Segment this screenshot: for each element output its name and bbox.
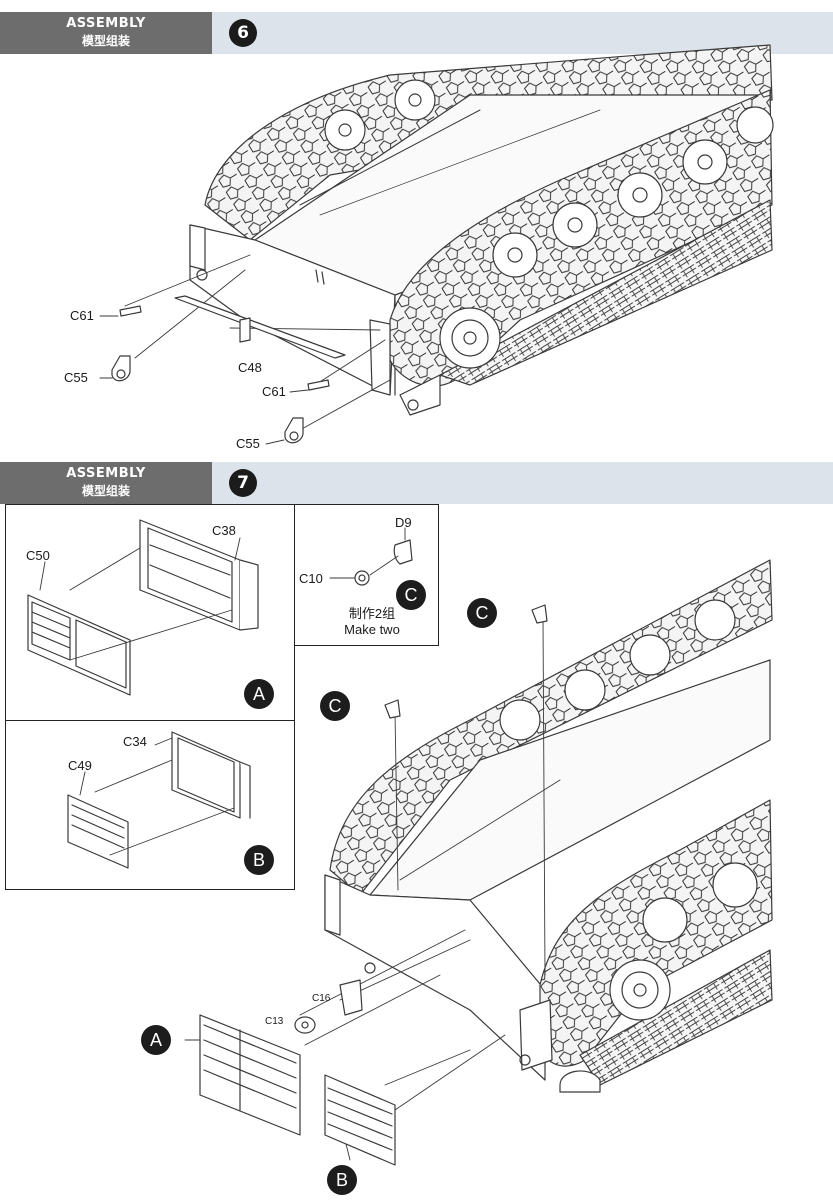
step-number-badge: 6 [229, 19, 257, 47]
part-d9 [393, 539, 413, 565]
part-label-c55: C55 [64, 370, 88, 385]
part-label-c61: C61 [70, 308, 94, 323]
part-label-c50: C50 [26, 548, 50, 563]
step-bar [212, 462, 833, 504]
step-6-hull [189, 44, 774, 416]
assembly-title-cn: 模型组装 [81, 484, 130, 498]
step-7-header: ASSEMBLY 模型组装 7 [0, 462, 833, 504]
assembly-title-cn: 模型组装 [81, 34, 130, 48]
sub-assembly-b-badge: B [244, 845, 274, 875]
parts-c16-c13 [294, 979, 363, 1034]
callout-b: B [327, 1165, 357, 1195]
installed-grille-b [324, 1074, 396, 1166]
part-label-c10: C10 [299, 571, 323, 586]
part-c10 [354, 570, 370, 586]
part-c38-housing [139, 519, 259, 631]
part-c34-housing [171, 731, 251, 819]
sub-assembly-c-badge: C [396, 580, 426, 610]
sub-assembly-a-badge: A [244, 679, 274, 709]
part-label-c16: C16 [312, 993, 331, 1004]
callout-c-right: C [467, 598, 497, 628]
assembly-label-box: ASSEMBLY 模型组装 [0, 12, 212, 54]
callout-a: A [141, 1025, 171, 1055]
part-c50-grille [27, 594, 131, 696]
part-label-d9: D9 [395, 515, 412, 530]
step-6-header: ASSEMBLY 模型组装 6 [0, 12, 833, 54]
step-7-hull [324, 559, 773, 1093]
assembly-title-en: ASSEMBLY [66, 466, 146, 481]
installed-grille-a [199, 1014, 301, 1136]
part-label-c38: C38 [212, 523, 236, 538]
part-label-c13: C13 [265, 1016, 284, 1027]
part-label-c55: C55 [236, 436, 260, 451]
part-label-c61: C61 [262, 384, 286, 399]
part-label-c34: C34 [123, 734, 147, 749]
part-c49-grille [67, 794, 129, 869]
step-6-parts [111, 295, 346, 444]
step-number-badge: 7 [229, 469, 257, 497]
make-two-note: 制作2组 Make two [322, 606, 422, 638]
assembly-title-en: ASSEMBLY [66, 16, 146, 31]
callout-c-left: C [320, 691, 350, 721]
part-label-c49: C49 [68, 758, 92, 773]
step-7-leader-lines [184, 617, 546, 1161]
assembly-label-box: ASSEMBLY 模型组装 [0, 462, 212, 504]
installed-c-parts [384, 604, 548, 719]
step-bar [212, 12, 833, 54]
make-two-en: Make two [344, 622, 400, 637]
part-label-c48: C48 [238, 360, 262, 375]
make-two-cn: 制作2组 [348, 606, 396, 621]
